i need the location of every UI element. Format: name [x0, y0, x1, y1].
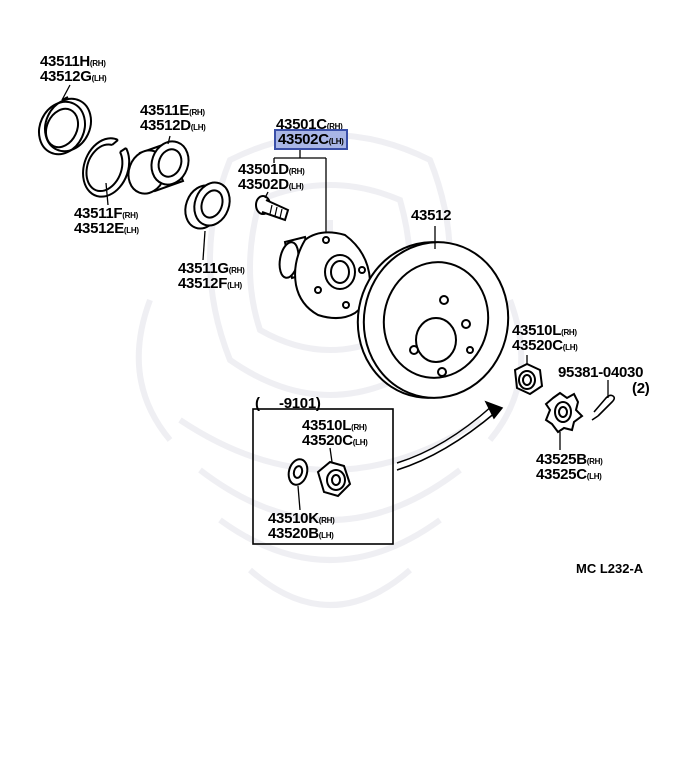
bearing-part — [127, 140, 190, 195]
label-inset-nut: 43510L(RH) 43520C(LH) — [302, 417, 368, 449]
label-lock-cap: 43525B(RH) 43525C(LH) — [536, 451, 603, 483]
label-cotter-pin: 95381-04030 — [558, 364, 644, 381]
leader-snap-ring — [105, 182, 109, 206]
axle-hub-part — [278, 231, 372, 319]
leader-hub — [273, 148, 327, 233]
inset-box — [252, 408, 394, 545]
hub-bolt-part — [255, 195, 290, 222]
oil-seal-part — [38, 96, 92, 156]
label-inner-bearing: 43511G(RH) 43512F(LH) — [178, 260, 245, 292]
axle-nut-part — [513, 362, 544, 396]
label-snap-ring: 43511F(RH) 43512E(LH) — [74, 205, 139, 237]
leader-hub-bolt — [264, 191, 269, 199]
label-disc: 43512 — [411, 207, 452, 224]
inset-range-label: ( -9101) — [255, 395, 321, 412]
label-seal: 43511H(RH) 43512G(LH) — [40, 53, 107, 85]
watermark-emblem — [135, 132, 525, 608]
brake-disc-part — [356, 241, 510, 399]
inset-nut-part — [316, 460, 352, 498]
label-hub: 43501C(RH) 43502C(LH) — [274, 116, 348, 150]
diagram-code: MC L232-A — [576, 561, 644, 576]
label-bearing: 43511E(RH) 43512D(LH) — [140, 102, 206, 134]
label-hub-bolt: 43501D(RH) 43502D(LH) — [238, 161, 305, 193]
lock-cap-part — [544, 391, 584, 434]
leader-seal — [61, 84, 71, 101]
highlighted-part-number[interactable]: 43502C(LH) — [274, 129, 348, 150]
leader-inset-nut — [329, 447, 333, 463]
cotter-pin-part — [591, 394, 616, 421]
leader-inset-washer — [297, 485, 301, 511]
leader-inner-bearing — [202, 230, 206, 261]
label-inset-washer: 43510K(RH) 43520B(LH) — [268, 510, 335, 542]
label-nut: 43510L(RH) 43520C(LH) — [512, 322, 578, 354]
inner-bearing-part — [184, 181, 231, 230]
leader-bearing — [167, 135, 171, 145]
label-cotter-pin-qty: (2) — [632, 380, 650, 397]
inset-washer-part — [287, 458, 309, 486]
reference-arrow — [396, 400, 504, 471]
